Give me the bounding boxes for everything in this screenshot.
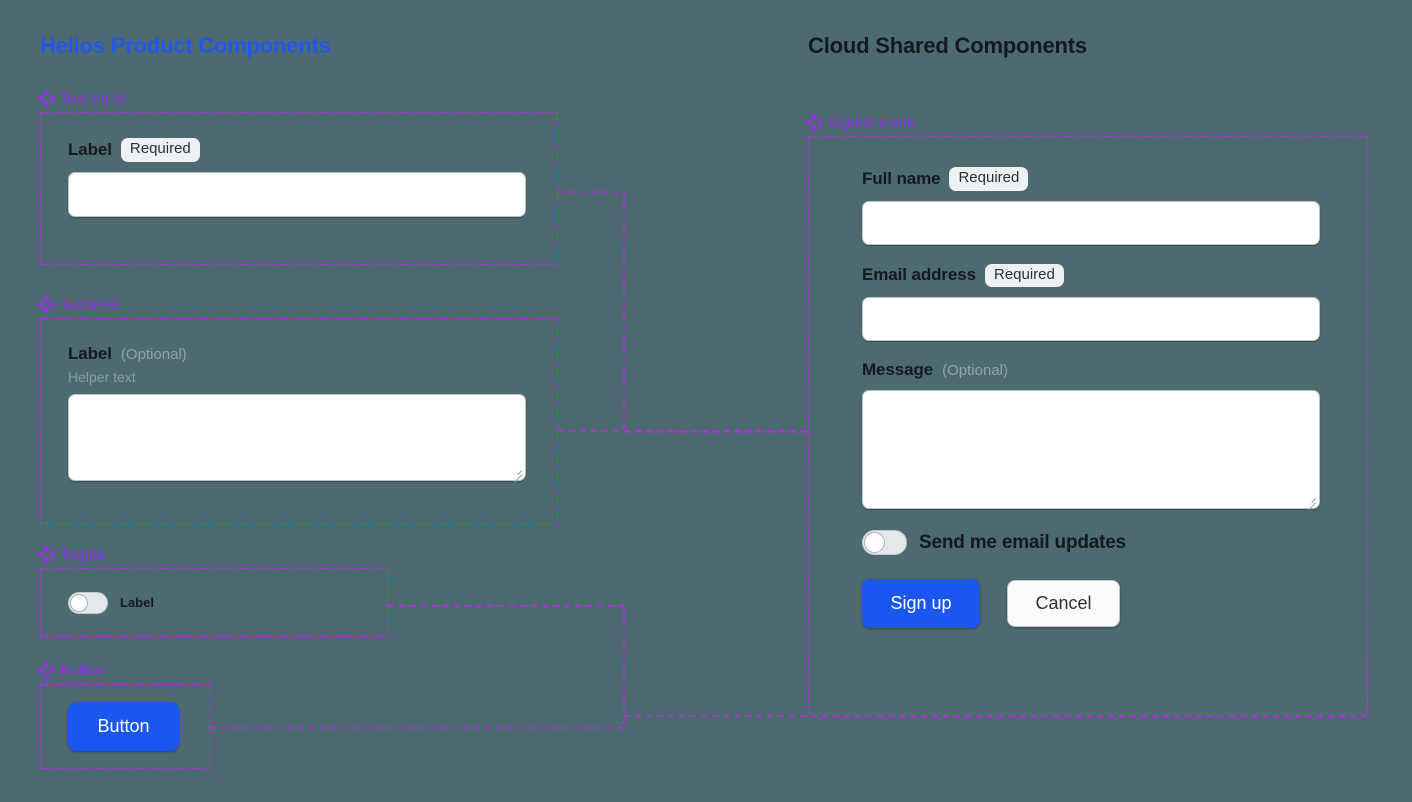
email-updates-toggle[interactable] [862,530,907,555]
optional-note: (Optional) [942,361,1008,379]
diamond-icon [37,660,56,680]
sign-up-button[interactable]: Sign up [862,579,980,628]
cancel-button[interactable]: Cancel [1007,580,1120,627]
section-button: Button Button [37,660,212,769]
section-toggle: Toggle Label [37,544,390,637]
field-label: Full name [862,168,941,188]
right-panel-title: Cloud Shared Components [808,33,1087,58]
card-textarea: Label (Optional) Helper text [40,318,558,524]
text-input[interactable] [68,171,526,217]
required-badge: Required [949,167,1029,191]
field-label: Message [862,360,934,379]
form-actions: Sign up Cancel [862,579,1314,628]
toggle-knob [864,532,885,553]
card-text-input: Label Required [40,112,558,265]
toggle-row: Label [68,591,154,614]
section-label-textarea: Textarea [60,295,119,313]
full-name-input[interactable] [862,200,1320,245]
section-label-signup-form: Signup Form [828,113,915,131]
email-input[interactable] [862,297,1320,341]
toggle-label: Label [120,595,154,610]
field-label-row: Label Required [68,138,530,162]
field-label-row-email: Email address Required [862,263,1314,287]
section-textarea: Textarea Label (Optional) Helper text [37,294,560,524]
field-label-row: Label (Optional) [68,344,530,364]
diamond-icon [37,294,56,314]
section-header-signup-form: Signup Form [805,112,1370,132]
required-badge: Required [120,138,200,162]
card-toggle: Label [40,568,388,637]
demo-button[interactable]: Button [68,702,179,751]
section-header-button: Button [37,660,212,680]
resize-grip-icon[interactable] [511,466,523,483]
resize-grip-icon[interactable] [1305,494,1317,511]
diamond-icon [37,88,56,108]
left-panel-title: Helios Product Components [40,33,331,58]
toggle-switch[interactable] [68,591,108,614]
message-textarea[interactable] [862,390,1320,511]
field-label-row-full-name: Full name Required [862,167,1314,191]
section-text-input: Text Input Label Required [37,88,560,265]
diamond-icon [805,112,824,132]
connector-text-input [558,191,808,433]
textarea-wrapper[interactable] [68,394,526,483]
required-badge: Required [984,263,1064,287]
toggle-knob [70,593,88,612]
email-updates-toggle-row: Send me email updates [862,530,1314,555]
helper-text: Helper text [68,369,136,385]
diamond-icon [37,544,56,564]
field-label-row-message: Message (Optional) [862,360,1314,380]
card-button: Button [40,684,210,769]
section-signup-form: Signup Form Full name Required Email add… [805,112,1370,714]
section-label-text-input: Text Input [60,89,127,107]
field-label: Email address [862,265,976,285]
optional-note: (Optional) [120,345,187,363]
field-label: Label [68,344,112,363]
section-label-toggle: Toggle [60,545,105,563]
section-header-textarea: Textarea [37,294,560,314]
card-signup-form: Full name Required Email address Require… [808,136,1368,714]
section-header-toggle: Toggle [37,544,390,564]
email-updates-label: Send me email updates [919,531,1126,553]
field-label: Label [68,139,112,159]
section-header-text-input: Text Input [37,88,560,108]
section-label-button: Button [60,661,104,679]
